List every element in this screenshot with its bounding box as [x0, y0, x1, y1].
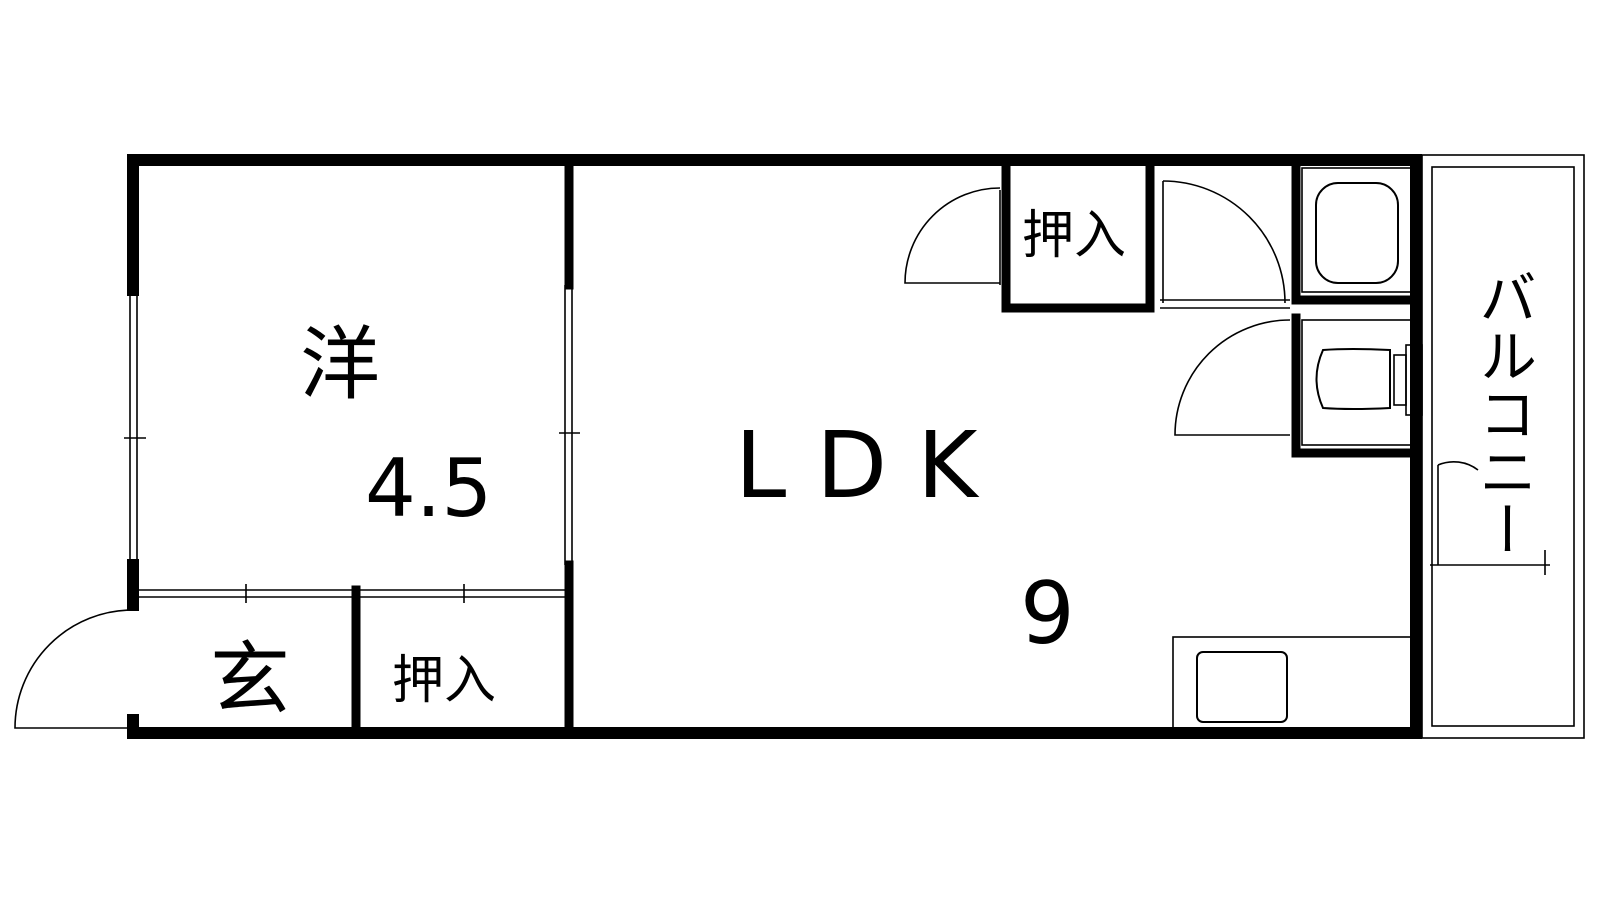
ldk-room-size: 9 [1020, 564, 1075, 664]
sliding-partitions [124, 190, 1550, 603]
balcony [1421, 154, 1585, 739]
bathtub-icon [1315, 182, 1399, 284]
entrance-label: 玄 [210, 633, 290, 726]
balcony-label: バルコニー [1469, 268, 1537, 558]
western-room-label: 洋 [300, 318, 380, 411]
interior-walls [351, 155, 1421, 738]
fixtures [1172, 167, 1423, 734]
toilet-icon [1315, 348, 1391, 410]
western-room-size: 4.5 [365, 442, 492, 535]
sink-icon [1196, 651, 1288, 723]
closet-bottom-label: 押入 [392, 651, 496, 711]
closet-top-label: 押入 [1022, 206, 1126, 266]
door-swings [14, 180, 1479, 729]
ldk-room-label: LDK [735, 412, 1007, 519]
labels: 洋 4.5 LDK 9 玄 押入 押入 バルコニー [210, 206, 1537, 726]
